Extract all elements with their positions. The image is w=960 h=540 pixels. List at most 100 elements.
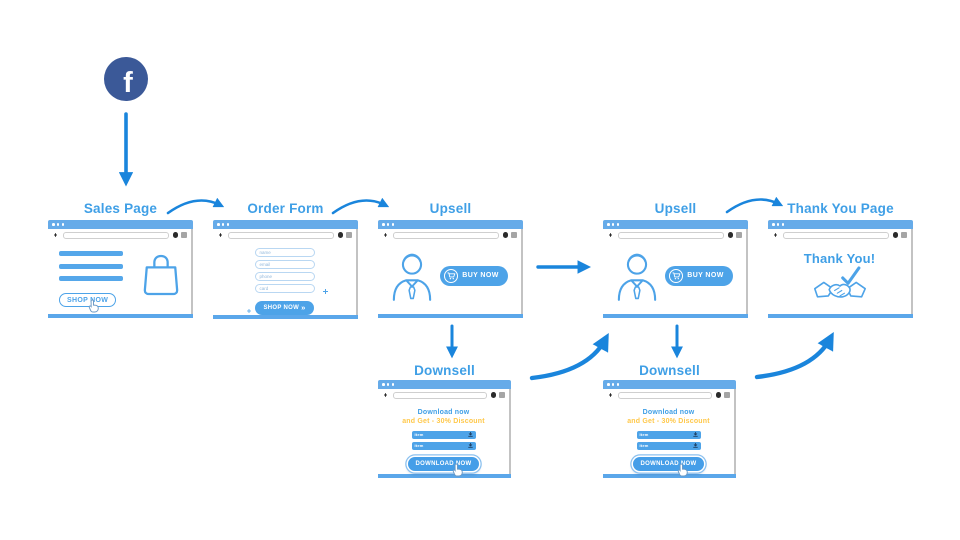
window-dot-icon (221, 223, 225, 226)
download-item-row[interactable]: Item (411, 430, 476, 439)
buy-now-label: BUY NOW (687, 272, 724, 279)
arrow-downsell2-to-thank-you (754, 332, 834, 380)
browser-toolbar (378, 389, 509, 401)
window-footer-bar (378, 314, 523, 318)
buy-now-label: BUY NOW (462, 272, 499, 279)
window-upsell-2: BUY NOW (603, 220, 748, 318)
reload-icon[interactable] (337, 232, 343, 238)
window-upsell-1: BUY NOW (378, 220, 523, 318)
email-field[interactable]: email (254, 260, 315, 269)
page-title-order-form: Order Form (247, 201, 324, 216)
window-thank-you-page: Thank You! (768, 220, 913, 318)
address-bar[interactable] (228, 231, 334, 239)
phone-field[interactable]: phone (254, 272, 315, 281)
window-dot-icon (391, 383, 395, 386)
browser-toolbar (48, 229, 191, 241)
window-footer-bar (378, 474, 511, 478)
arrow-downsell1-to-upsell2 (529, 333, 609, 381)
handshake-check-icon (813, 266, 866, 298)
facebook-icon[interactable]: f (104, 57, 148, 101)
forward-icon[interactable] (610, 393, 614, 397)
name-field[interactable]: name (254, 248, 315, 257)
window-dot-icon (781, 223, 785, 226)
cart-circle (444, 268, 459, 283)
menu-icon[interactable] (901, 232, 907, 238)
address-bar[interactable] (618, 391, 712, 399)
customer-avatar-icon (393, 253, 432, 301)
reload-icon[interactable] (892, 232, 898, 238)
shop-now-button[interactable]: SHOP NOW (59, 293, 117, 307)
forward-icon[interactable] (385, 393, 389, 397)
window-dot-icon (611, 223, 615, 226)
menu-icon[interactable] (511, 232, 517, 238)
menu-icon[interactable] (736, 232, 742, 238)
window-dot-icon (217, 223, 220, 226)
window-footer-bar (213, 314, 358, 319)
reload-icon[interactable] (172, 232, 178, 238)
forward-icon[interactable] (775, 233, 779, 237)
cart-icon (447, 271, 456, 279)
download-now-button[interactable]: DOWNLOAD NOW (407, 456, 480, 471)
address-bar[interactable] (618, 231, 724, 239)
window-dot-icon (611, 383, 615, 386)
text-line (59, 263, 123, 269)
menu-icon[interactable] (346, 232, 352, 238)
window-dot-icon (386, 383, 390, 386)
address-bar[interactable] (393, 231, 499, 239)
window-dot-icon (56, 223, 60, 226)
window-dot-icon (52, 223, 55, 226)
cursor-icon (452, 463, 463, 477)
download-icon (467, 432, 473, 437)
forward-icon[interactable] (220, 233, 224, 237)
download-icon (467, 443, 473, 448)
buy-now-button[interactable]: BUY NOW (440, 265, 508, 286)
menu-icon[interactable] (499, 392, 505, 398)
page-title-thank-you: Thank You Page (787, 201, 894, 216)
buy-now-button[interactable]: BUY NOW (665, 265, 733, 286)
card-field[interactable]: card (254, 284, 315, 293)
download-icon (692, 443, 698, 448)
item-label: Item (639, 432, 649, 437)
window-downsell-2: Download now and Get - 30% Discount Item… (603, 380, 736, 478)
reload-icon[interactable] (727, 232, 733, 238)
reload-icon[interactable] (490, 392, 496, 398)
page-title-sales-page: Sales Page (83, 201, 158, 216)
reload-icon[interactable] (502, 232, 508, 238)
browser-toolbar (603, 229, 746, 241)
reload-icon[interactable] (715, 392, 721, 398)
downsell-discount-text: and Get - 30% Discount (627, 417, 710, 425)
window-order-form: name email phone card SHOP NOW » (213, 220, 358, 319)
download-item-row[interactable]: Item (636, 441, 701, 450)
forward-icon[interactable] (55, 233, 59, 237)
menu-icon[interactable] (724, 392, 730, 398)
page-title-downsell-2: Downsell (639, 363, 700, 378)
menu-icon[interactable] (181, 232, 187, 238)
cart-circle (669, 268, 684, 283)
address-bar[interactable] (393, 391, 487, 399)
address-bar[interactable] (783, 231, 889, 239)
window-dot-icon (386, 223, 390, 226)
window-sales-page: SHOP NOW (48, 220, 193, 318)
window-footer-bar (48, 314, 193, 318)
window-titlebar (603, 380, 736, 389)
download-item-row[interactable]: Item (636, 430, 701, 439)
download-item-row[interactable]: Item (411, 441, 476, 450)
downsell-discount-text: and Get - 30% Discount (402, 417, 485, 425)
sparkle-icon (323, 289, 328, 294)
page-title-upsell-1: Upsell (429, 201, 472, 216)
shop-now-submit-button[interactable]: SHOP NOW » (255, 301, 314, 315)
page-title-upsell-2: Upsell (654, 201, 697, 216)
window-downsell-1: Download now and Get - 30% Discount Item… (378, 380, 511, 478)
downsell-headline: Download now (417, 409, 470, 416)
browser-toolbar (603, 389, 734, 401)
window-titlebar (768, 220, 913, 229)
window-footer-bar (603, 474, 736, 478)
shop-now-submit-label: SHOP NOW (263, 304, 300, 311)
text-line (59, 251, 123, 256)
window-dot-icon (226, 223, 230, 226)
forward-icon[interactable] (610, 233, 614, 237)
download-now-button[interactable]: DOWNLOAD NOW (632, 456, 705, 471)
forward-icon[interactable] (385, 233, 389, 237)
address-bar[interactable] (63, 231, 169, 239)
